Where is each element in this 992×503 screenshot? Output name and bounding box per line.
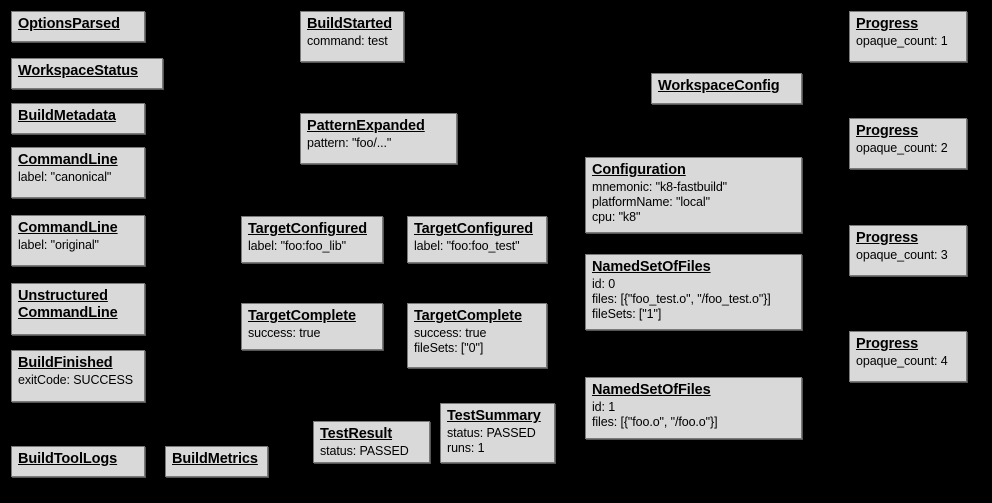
event-node-fields: opaque_count: 4 <box>856 354 960 369</box>
event-node-target-configured-test[interactable]: TargetConfigured label: "foo:foo_test" <box>407 216 547 263</box>
event-node-test-result[interactable]: TestResult status: PASSED <box>313 421 430 463</box>
event-node-title: Progress <box>856 230 919 246</box>
event-node-fields: opaque_count: 3 <box>856 248 960 263</box>
event-node-build-tool-logs[interactable]: BuildToolLogs <box>11 446 145 477</box>
event-node-configuration[interactable]: Configuration mnemonic: "k8-fastbuild"pla… <box>585 157 802 233</box>
event-node-title: TestResult <box>320 426 393 442</box>
event-node-field: files: [{"foo.o", "/foo.o"}] <box>592 415 718 429</box>
event-node-progress-1[interactable]: Progress opaque_count: 1 <box>849 11 967 62</box>
event-node-title: Progress <box>856 336 919 352</box>
event-node-field: label: "foo:foo_test" <box>414 239 520 253</box>
event-node-field: success: true <box>414 326 487 340</box>
event-node-command-line-canonical[interactable]: CommandLine label: "canonical" <box>11 147 145 198</box>
event-node-fields: status: PASSED <box>320 444 423 459</box>
event-node-fields: mnemonic: "k8-fastbuild"platformName: "l… <box>592 180 795 225</box>
event-node-fields: label: "original" <box>18 238 138 253</box>
event-node-field: label: "foo:foo_lib" <box>248 239 346 253</box>
event-node-unstructured-command-line[interactable]: Unstructured CommandLine <box>11 283 145 335</box>
event-node-pattern-expanded[interactable]: PatternExpanded pattern: "foo/..." <box>300 113 457 164</box>
event-node-title: OptionsParsed <box>18 16 120 32</box>
event-node-title: CommandLine <box>18 220 118 236</box>
event-node-progress-3[interactable]: Progress opaque_count: 3 <box>849 225 967 276</box>
event-node-field: exitCode: SUCCESS <box>18 373 134 387</box>
event-node-title: BuildMetadata <box>18 108 116 124</box>
event-node-title: BuildToolLogs <box>18 451 118 467</box>
event-node-workspace-status[interactable]: WorkspaceStatus <box>11 58 163 89</box>
event-node-title: BuildStarted <box>307 16 393 32</box>
event-node-field: id: 0 <box>592 277 616 291</box>
event-node-fields: label: "foo:foo_test" <box>414 239 540 254</box>
event-node-field: runs: 1 <box>447 441 485 455</box>
event-node-title: BuildFinished <box>18 355 113 371</box>
event-node-title: TargetConfigured <box>414 221 533 237</box>
event-node-field: opaque_count: 3 <box>856 248 948 262</box>
event-node-field: files: [{"foo_test.o", "/foo_test.o"}] <box>592 292 771 306</box>
event-node-field: pattern: "foo/..." <box>307 136 392 150</box>
event-node-target-complete-lib[interactable]: TargetComplete success: true <box>241 303 383 350</box>
event-node-title: BuildMetrics <box>172 451 258 467</box>
event-node-title: TestSummary <box>447 408 541 424</box>
event-node-title: WorkspaceStatus <box>18 63 138 79</box>
event-node-fields: pattern: "foo/..." <box>307 136 450 151</box>
event-node-field: command: test <box>307 34 388 48</box>
event-node-options-parsed[interactable]: OptionsParsed <box>11 11 145 42</box>
event-node-command-line-original[interactable]: CommandLine label: "original" <box>11 215 145 266</box>
event-node-field: opaque_count: 2 <box>856 141 948 155</box>
event-node-field: platformName: "local" <box>592 195 710 209</box>
event-node-field: opaque_count: 1 <box>856 34 948 48</box>
event-node-fields: label: "canonical" <box>18 170 138 185</box>
event-node-fields: success: true <box>248 326 376 341</box>
event-node-fields: command: test <box>307 34 397 49</box>
event-node-field: id: 1 <box>592 400 616 414</box>
event-node-field: opaque_count: 4 <box>856 354 948 368</box>
event-node-title: TargetComplete <box>248 308 356 324</box>
event-node-build-metadata[interactable]: BuildMetadata <box>11 103 145 134</box>
event-node-title: Unstructured CommandLine <box>18 288 118 321</box>
event-node-fields: opaque_count: 1 <box>856 34 960 49</box>
event-node-fields: opaque_count: 2 <box>856 141 960 156</box>
event-node-field: cpu: "k8" <box>592 210 641 224</box>
event-node-field: label: "canonical" <box>18 170 112 184</box>
event-node-workspace-config[interactable]: WorkspaceConfig <box>651 73 802 104</box>
event-node-build-started[interactable]: BuildStarted command: test <box>300 11 404 62</box>
event-node-title: CommandLine <box>18 152 118 168</box>
event-node-field: success: true <box>248 326 321 340</box>
event-node-title: NamedSetOfFiles <box>592 382 711 398</box>
event-node-title: PatternExpanded <box>307 118 425 134</box>
event-node-target-configured-lib[interactable]: TargetConfigured label: "foo:foo_lib" <box>241 216 383 263</box>
event-node-fields: exitCode: SUCCESS <box>18 373 138 388</box>
event-node-title: TargetConfigured <box>248 221 367 237</box>
event-node-progress-4[interactable]: Progress opaque_count: 4 <box>849 331 967 382</box>
event-node-field: status: PASSED <box>447 426 536 440</box>
event-node-field: label: "original" <box>18 238 99 252</box>
event-node-build-finished[interactable]: BuildFinished exitCode: SUCCESS <box>11 350 145 402</box>
event-node-title: NamedSetOfFiles <box>592 259 711 275</box>
event-node-title: Progress <box>856 123 919 139</box>
event-node-field: fileSets: ["0"] <box>414 341 484 355</box>
event-node-title: WorkspaceConfig <box>658 78 780 94</box>
event-node-progress-2[interactable]: Progress opaque_count: 2 <box>849 118 967 169</box>
event-node-build-metrics[interactable]: BuildMetrics <box>165 446 268 477</box>
event-node-title: Progress <box>856 16 919 32</box>
event-node-title: TargetComplete <box>414 308 522 324</box>
event-node-field: mnemonic: "k8-fastbuild" <box>592 180 728 194</box>
event-node-field: status: PASSED <box>320 444 409 458</box>
event-node-fields: label: "foo:foo_lib" <box>248 239 376 254</box>
event-node-title: Configuration <box>592 162 686 178</box>
event-node-field: fileSets: ["1"] <box>592 307 662 321</box>
